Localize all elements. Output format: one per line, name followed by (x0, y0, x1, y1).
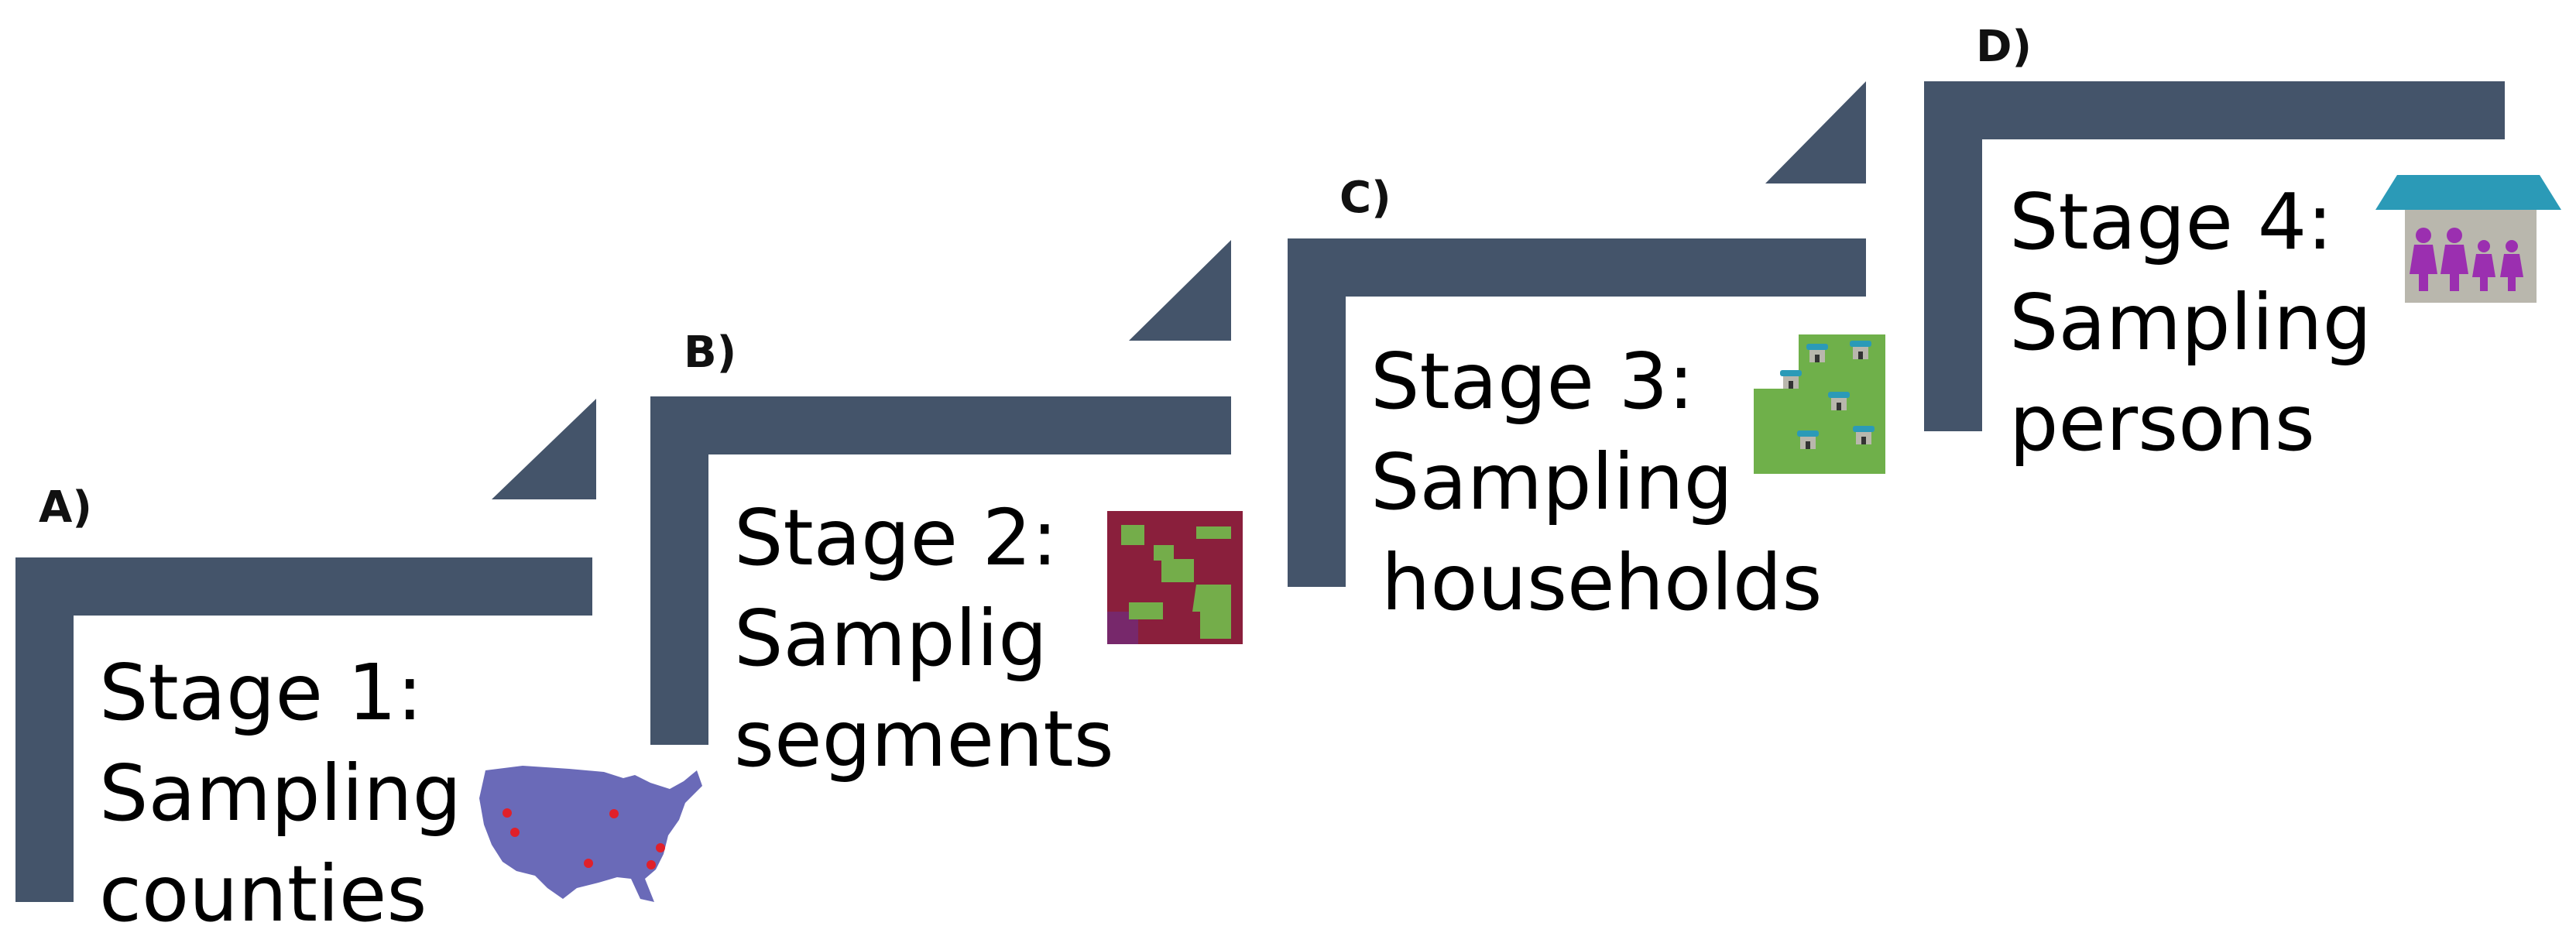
stage-2-label: Stage 2: Samplig segments (734, 488, 1114, 790)
stage-2-line3: segments (734, 694, 1114, 784)
usa-map-icon (479, 766, 702, 902)
step-1-top-bar (15, 557, 592, 616)
stage-2-title: Stage 2: (734, 492, 1058, 583)
stage-3-letter: C) (1339, 173, 1391, 223)
step-2-triangle (1129, 240, 1231, 341)
step-2-riser (650, 396, 708, 745)
stage-3-line2: Sampling (1370, 437, 1734, 527)
segments-map-icon (1107, 511, 1243, 644)
house-persons-icon (2375, 175, 2561, 303)
stage-4-label: Stage 4: Sampling persons (2009, 172, 2372, 474)
step-2-top-bar (650, 396, 1231, 454)
step-3-riser (1288, 238, 1346, 587)
step-1-riser (15, 557, 74, 902)
stage-3-label: Stage 3: Sampling households (1370, 331, 1822, 633)
stage-4-line2: Sampling (2009, 277, 2372, 368)
stage-4-title: Stage 4: (2009, 177, 2334, 267)
step-4-riser (1924, 81, 1982, 431)
step-4-top-bar (1924, 81, 2505, 139)
stage-4-letter: D) (1976, 22, 2032, 72)
persons-icon (2410, 228, 2523, 291)
stage-1-label: Stage 1: Sampling counties (99, 643, 461, 945)
stage-1-line2: Sampling (99, 748, 462, 839)
step-3-top-bar (1288, 238, 1866, 297)
stage-1-title: Stage 1: (99, 647, 424, 738)
stage-1-line3: counties (99, 849, 427, 939)
stage-1-letter: A) (39, 482, 92, 533)
stage-2-line2: Samplig (734, 593, 1048, 684)
step-1-triangle (492, 399, 596, 499)
stage-3-line3: households (1381, 537, 1823, 628)
stage-4-line3: persons (2009, 378, 2315, 468)
stage-2-letter: B) (684, 328, 737, 378)
stage-3-title: Stage 3: (1370, 336, 1695, 427)
households-icon (1754, 334, 1885, 474)
step-3-triangle (1765, 81, 1866, 183)
